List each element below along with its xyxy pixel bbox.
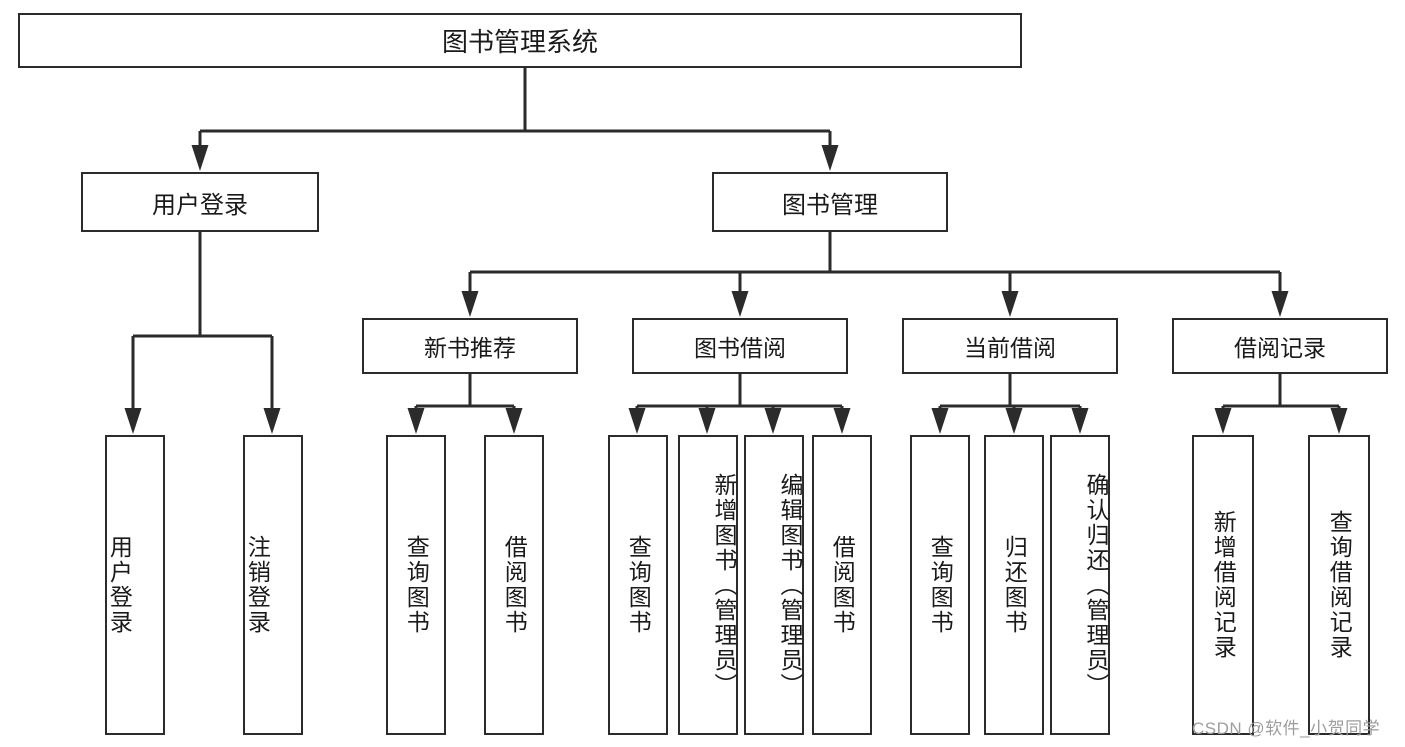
node-label: 用户登录 — [106, 535, 133, 635]
node-leaf-cur-3[interactable]: 确认归还（管理员） — [1050, 435, 1110, 735]
node-leaf-new-1[interactable]: 查询图书 — [386, 435, 446, 735]
node-current[interactable]: 当前借阅 — [902, 318, 1118, 374]
arrowhead-icon — [764, 408, 782, 434]
node-label: 图书借阅 — [694, 335, 786, 361]
arrowhead-icon — [505, 408, 523, 434]
csdn-watermark: CSDN @软件_小贺同学 — [1192, 719, 1381, 738]
node-leaf-borrow-1[interactable]: 查询图书 — [608, 435, 668, 735]
node-label: 当前借阅 — [964, 335, 1056, 361]
arrowhead-icon — [407, 408, 425, 434]
node-label: 查询借阅记录 — [1326, 510, 1353, 660]
arrowhead-icon — [833, 408, 851, 434]
arrowhead-icon — [1001, 291, 1019, 317]
node-newbooks[interactable]: 新书推荐 — [362, 318, 578, 374]
node-bookmgmt[interactable]: 图书管理 — [712, 172, 948, 232]
node-label: 查询图书 — [625, 535, 652, 635]
arrowhead-icon — [1214, 408, 1232, 434]
node-records[interactable]: 借阅记录 — [1172, 318, 1388, 374]
arrowhead-icon — [1005, 408, 1023, 434]
node-leaf-cur-1[interactable]: 查询图书 — [910, 435, 970, 735]
node-leaf-cur-2[interactable]: 归还图书 — [984, 435, 1044, 735]
arrowhead-icon — [1271, 291, 1289, 317]
arrowhead-icon — [731, 291, 749, 317]
node-leaf-login-2[interactable]: 注销登录 — [243, 435, 303, 735]
node-label: 查询图书 — [403, 535, 430, 635]
node-label: 查询图书 — [927, 535, 954, 635]
node-login[interactable]: 用户登录 — [81, 172, 319, 232]
arrowhead-icon — [263, 408, 281, 434]
arrowhead-icon — [628, 408, 646, 434]
arrowhead-icon — [698, 408, 716, 434]
node-label: 图书管理系统 — [441, 27, 598, 57]
node-label: 借阅图书 — [829, 535, 856, 635]
node-label: 确认归还（管理员） — [1083, 472, 1109, 698]
node-leaf-borrow-2[interactable]: 新增图书（管理员） — [678, 435, 738, 735]
node-leaf-new-2[interactable]: 借阅图书 — [484, 435, 544, 735]
node-label: 新增图书（管理员） — [711, 472, 737, 698]
node-label: 借阅图书 — [501, 535, 528, 635]
arrowhead-icon — [1071, 408, 1089, 434]
node-leaf-rec-1[interactable]: 新增借阅记录 — [1192, 435, 1254, 735]
node-borrow[interactable]: 图书借阅 — [632, 318, 848, 374]
node-label: 图书管理 — [782, 191, 878, 219]
node-label: 新增借阅记录 — [1210, 510, 1237, 660]
arrowhead-icon — [124, 408, 142, 434]
node-label: 注销登录 — [244, 535, 271, 635]
node-root[interactable]: 图书管理系统 — [18, 13, 1022, 68]
node-leaf-rec-2[interactable]: 查询借阅记录 — [1308, 435, 1370, 735]
arrowhead-icon — [931, 408, 949, 434]
node-label: 新书推荐 — [424, 335, 516, 361]
node-leaf-borrow-3[interactable]: 编辑图书（管理员） — [744, 435, 804, 735]
node-leaf-login-1[interactable]: 用户登录 — [105, 435, 165, 735]
node-label: 编辑图书（管理员） — [777, 472, 803, 698]
node-label: 用户登录 — [152, 191, 248, 219]
arrowhead-icon — [191, 145, 209, 171]
arrowhead-icon — [1330, 408, 1348, 434]
node-label: 借阅记录 — [1234, 335, 1326, 361]
node-leaf-borrow-4[interactable]: 借阅图书 — [812, 435, 872, 735]
arrowhead-icon — [821, 145, 839, 171]
node-label: 归还图书 — [1001, 535, 1028, 635]
arrowhead-icon — [461, 291, 479, 317]
